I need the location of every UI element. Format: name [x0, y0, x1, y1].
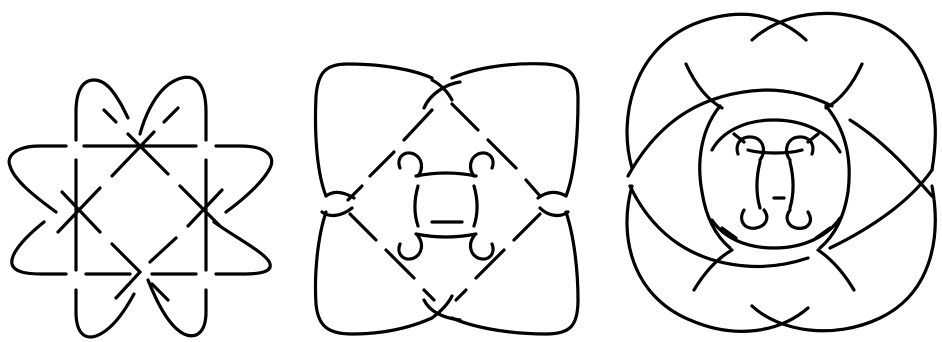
inner-arc-left [700, 106, 730, 248]
inner-arc-top-right [826, 64, 862, 108]
horizontal-left-lobe [9, 146, 66, 212]
outer-bottom-left-lobe [315, 212, 432, 334]
corner-loop-bottom-left [399, 236, 422, 259]
vertical-loop-bottom [76, 290, 134, 337]
center-loop-bottom-right [787, 210, 810, 228]
outer-bottom-right-lobe [452, 212, 578, 334]
center-left-edge [415, 186, 418, 226]
corner-loop-top-left [399, 153, 422, 176]
knot-panel-middle [315, 64, 578, 334]
center-top-edge [748, 150, 802, 153]
corner-loop-top-right [471, 153, 494, 176]
center-right-edge [474, 186, 477, 226]
center-right-edge [790, 162, 793, 208]
horizontal-right-lobe [216, 146, 272, 212]
vertical-loop-top [76, 80, 128, 140]
diamond-lower-right [456, 214, 540, 300]
diamond-upper-right [452, 104, 540, 196]
horizontal-right-lower [214, 222, 270, 274]
knot-panel-left [9, 77, 272, 337]
corner-loop-bottom-right [471, 236, 494, 259]
connector-upper-right [808, 134, 818, 142]
center-top-edge [416, 173, 476, 176]
right-twist-a [538, 192, 566, 198]
center-bottom-edge [416, 234, 476, 237]
inner-arc-bottom-right [818, 250, 854, 290]
diamond-lower-left [350, 214, 434, 300]
vertical-loop-top-right [140, 77, 206, 140]
right-twist-b [540, 208, 568, 215]
center-loop-bottom-left [742, 210, 767, 228]
inner-ring-upper [712, 120, 840, 152]
diagonal-lower-left [62, 192, 168, 300]
center-left-edge [757, 162, 760, 208]
horizontal-left-lower [12, 222, 66, 274]
knot-panel-right [627, 13, 935, 331]
